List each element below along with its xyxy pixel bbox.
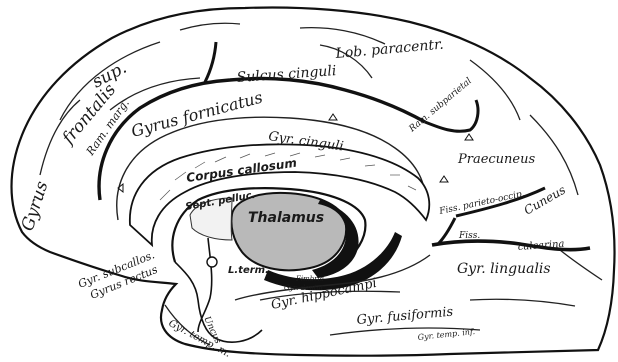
label-thalamus: Thalamus [248,210,324,226]
l-term-node [207,257,217,267]
label-praecuneus: Praecuneus [457,152,535,167]
label-gyr-lingualis: Gyr. lingualis [457,261,551,277]
label-l-term: L.term. [228,265,269,276]
label-fimbria: Fimbria [295,275,324,283]
label-fiss: Fiss. [458,231,480,241]
